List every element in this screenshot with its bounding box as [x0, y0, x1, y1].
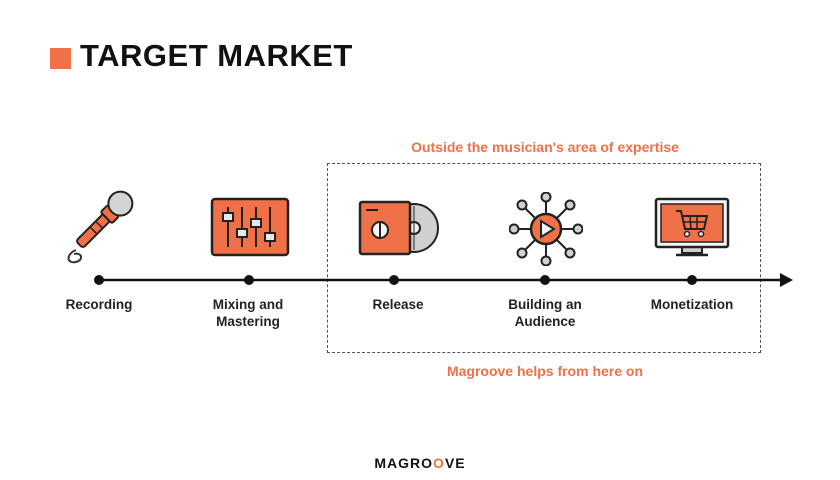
timeline-dot-mixing	[244, 275, 254, 285]
page-title: TARGET MARKET	[80, 38, 353, 73]
mixer-faders-icon	[210, 197, 290, 257]
callout-outside-expertise: Outside the musician's area of expertise	[411, 139, 679, 155]
vinyl-record-icon	[358, 200, 439, 256]
timeline-dot-release	[389, 275, 399, 285]
callout-magroove-helps: Magroove helps from here on	[446, 363, 644, 379]
stage-label-recording: Recording	[65, 297, 133, 312]
logo-part-accent: O	[433, 455, 445, 471]
network-play-icon	[509, 192, 583, 266]
title-accent-square	[50, 48, 71, 69]
stage-label-release: Release	[372, 297, 424, 312]
stage-label-audience: Building an Audience	[508, 297, 582, 329]
timeline-dot-monetization	[687, 275, 697, 285]
stage-label-monetization: Monetization	[650, 297, 734, 312]
magroove-scope-box	[327, 163, 761, 353]
microphone-icon	[67, 190, 134, 264]
shopping-cart-monitor-icon	[654, 197, 730, 257]
timeline-dot-audience	[540, 275, 550, 285]
timeline-dot-recording	[94, 275, 104, 285]
timeline-arrow-head	[780, 273, 793, 287]
stage-label-mixing: Mixing and Mastering	[212, 297, 284, 329]
magroove-logo: MAGROOVE	[0, 455, 840, 471]
logo-part-a: MAGRO	[374, 455, 434, 471]
logo-part-c: VE	[444, 455, 466, 471]
